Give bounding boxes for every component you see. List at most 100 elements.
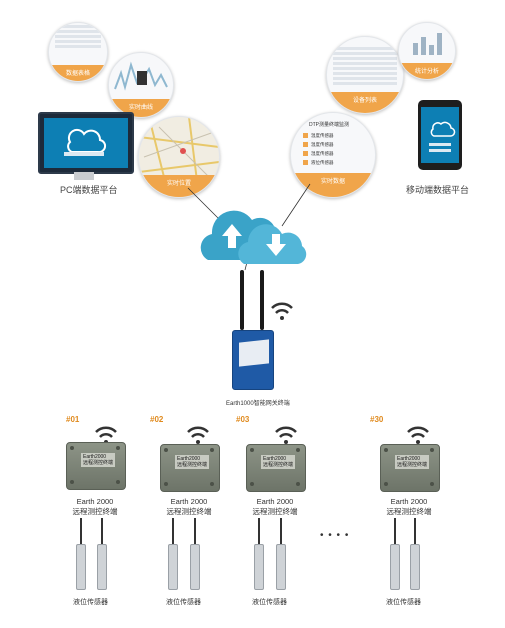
popup-row: 温度传感器 [303, 131, 365, 140]
terminal-name-03: Earth 2000 [256, 497, 294, 506]
level-sensor-probe [276, 544, 286, 590]
map-icon [139, 117, 219, 197]
terminal-desc-30: 远程测控终端 [386, 507, 432, 516]
antenna-left [240, 270, 244, 330]
level-sensor-probe [97, 544, 107, 590]
cable [394, 518, 396, 544]
cable [101, 518, 103, 544]
bolt [430, 448, 434, 452]
cable [280, 518, 282, 544]
terminal-desc-02: 远程测控终端 [166, 507, 212, 516]
terminal-name-30: Earth 2000 [390, 497, 428, 506]
bolt [116, 446, 120, 450]
bolt [384, 448, 388, 452]
terminal-name-01: Earth 2000 [76, 497, 114, 506]
feature-circle-statistics: 统计分析 [398, 22, 456, 80]
feature-label-device-list: 设备列表 [327, 91, 403, 113]
curve-chart-icon [114, 61, 168, 91]
cable [80, 518, 82, 544]
feature-label-data-table: 数据表格 [49, 64, 107, 81]
terminal-tag-03: #03 [236, 415, 250, 424]
terminal-name-02: Earth 2000 [170, 497, 208, 506]
feature-circle-data-table: 数据表格 [48, 22, 108, 82]
cable [194, 518, 196, 544]
level-sensor-probe [410, 544, 420, 590]
pc-platform-label: PC端数据平台 [60, 185, 118, 195]
bolt [296, 482, 300, 486]
sensor-icon [303, 151, 308, 156]
pc-monitor-stand [74, 172, 94, 180]
mobile-platform-label: 移动端数据平台 [406, 185, 470, 195]
wifi-icon [407, 426, 429, 444]
sensor-label-30: 液位传感器 [386, 599, 421, 606]
bolt [210, 482, 214, 486]
bolt [430, 482, 434, 486]
ellipsis: • • • • [320, 530, 350, 541]
bolt [296, 448, 300, 452]
bolt [70, 480, 74, 484]
popup-row: 液位传感器 [303, 158, 365, 167]
level-sensor-probe [76, 544, 86, 590]
wifi-icon [271, 302, 293, 320]
tablet-device [418, 100, 462, 170]
feature-label-realtime-data: 实时数据 [291, 173, 375, 197]
popup-row-label: 湿度传感器 [311, 150, 334, 156]
terminal-desc-01: 远程测控终端 [72, 507, 118, 516]
sensor-icon [303, 133, 308, 138]
bolt [250, 448, 254, 452]
antenna-right [260, 270, 264, 330]
terminal-tag-01: #01 [66, 415, 80, 424]
cable [414, 518, 416, 544]
feature-circle-realtime-location: 实时位置 [138, 116, 220, 198]
cloud-logo-icon [429, 121, 456, 152]
feature-label-realtime-location: 实时位置 [139, 174, 219, 197]
terminal-tag-30: #30 [370, 415, 384, 424]
popup-row: 湿度传感器 [303, 149, 365, 158]
bolt [116, 480, 120, 484]
popup-row-label: 温度传感器 [311, 132, 334, 138]
sensor-label-03: 液位传感器 [252, 599, 287, 606]
bolt [384, 482, 388, 486]
stats-icon [413, 33, 442, 55]
cable [258, 518, 260, 544]
terminal-tag-02: #02 [150, 415, 164, 424]
popup-rows: 温度传感器 温度传感器 湿度传感器 液位传感器 [303, 131, 365, 167]
gateway-label: Earth1000智能网关终端 [226, 401, 290, 407]
bolt [164, 482, 168, 486]
feature-label-statistics: 统计分析 [399, 63, 455, 79]
bolt [250, 482, 254, 486]
popup-title: DTP测量终端监测 [309, 122, 350, 128]
terminal-desc-03: 远程测控终端 [252, 507, 298, 516]
wifi-icon [275, 426, 297, 444]
sensor-label-01: 液位传感器 [73, 599, 108, 606]
sensor-label-02: 液位传感器 [166, 599, 201, 606]
cloud-logo-icon [64, 128, 107, 156]
popup-row-label: 液位传感器 [311, 159, 334, 165]
cloud-sync-icon [200, 210, 307, 264]
bolt [70, 446, 74, 450]
feature-circle-device-list: 设备列表 [326, 36, 404, 114]
pc-monitor [38, 112, 134, 174]
sensor-icon [303, 160, 308, 165]
level-sensor-probe [190, 544, 200, 590]
cable [172, 518, 174, 544]
level-sensor-probe [168, 544, 178, 590]
bolt [164, 448, 168, 452]
wifi-icon [187, 426, 209, 444]
level-sensor-probe [390, 544, 400, 590]
popup-row-label: 温度传感器 [311, 141, 334, 147]
popup-row: 温度传感器 [303, 140, 365, 149]
sensor-icon [303, 142, 308, 147]
level-sensor-probe [254, 544, 264, 590]
gateway-device [232, 330, 274, 390]
bolt [210, 448, 214, 452]
